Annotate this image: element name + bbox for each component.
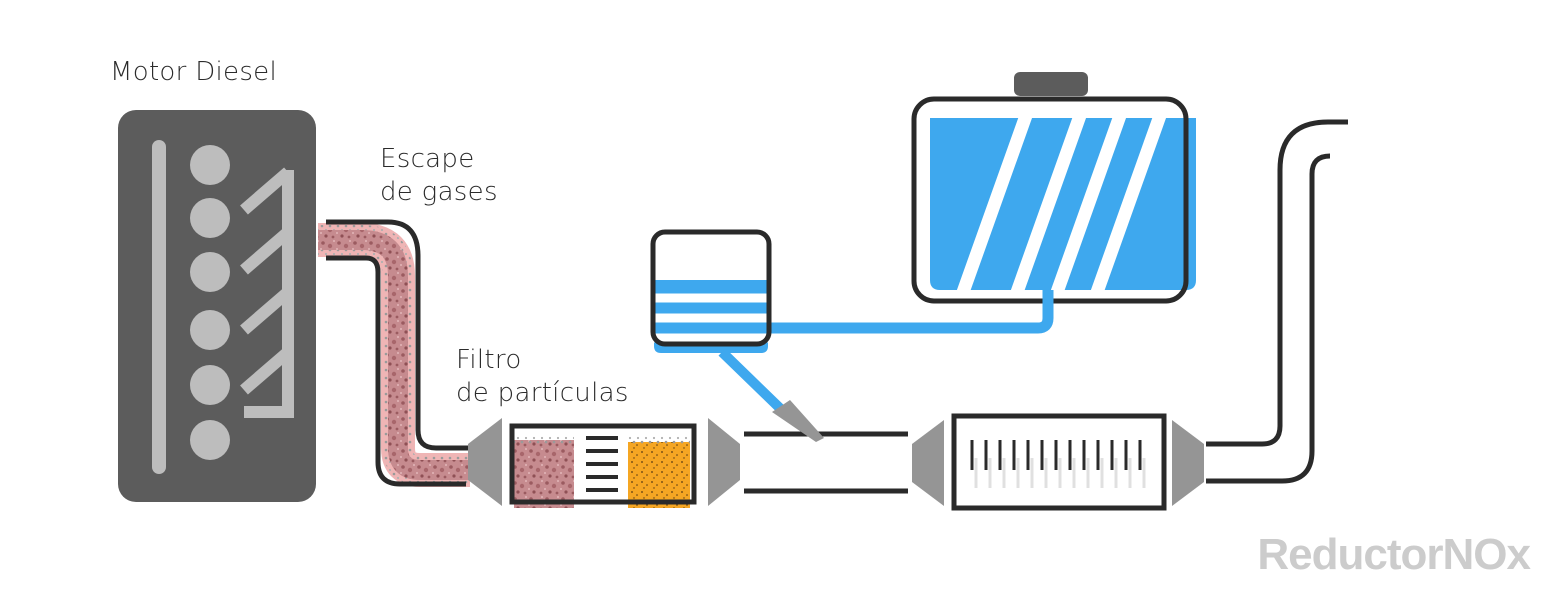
filter-label: Filtro de partículas: [456, 344, 629, 410]
exhaust-pipe-outline: [326, 219, 472, 487]
exhaust-label: Escape de gases: [380, 143, 498, 209]
engine-crankshaft: [152, 140, 166, 474]
filter-ash-section: [628, 442, 690, 508]
engine-label-text: Motor Diesel: [110, 57, 278, 87]
scr-inlet-cone: [912, 420, 944, 506]
adblue-supply-line: [770, 290, 1054, 334]
filter-channels: [586, 436, 618, 492]
tailpipe: [1206, 119, 1348, 484]
engine-label: Motor Diesel: [110, 56, 277, 89]
particle-filter: [468, 418, 740, 508]
filter-housing: [509, 423, 697, 505]
filter-soot-section: [514, 440, 574, 508]
diesel-engine: [118, 110, 316, 502]
mid-exhaust-pipe: [744, 431, 908, 494]
exhaust-pipe-soot: [318, 223, 470, 487]
scr-outlet-cone: [1172, 420, 1204, 506]
filter-outlet-cone: [708, 418, 740, 506]
engine-cylinders: [190, 145, 230, 460]
exhaust-label-line2: de gases: [380, 177, 498, 207]
tank-cap: [1014, 72, 1088, 96]
tank-shine: [955, 107, 1169, 298]
adblue-tank: [911, 72, 1196, 304]
exhaust-label-line1: Escape: [380, 144, 475, 174]
scr-catalyst: [912, 413, 1204, 511]
exhaust-manifold: [240, 167, 294, 418]
dosing-pump: [650, 229, 772, 353]
injector-line: [718, 348, 794, 422]
filter-inlet-cone: [468, 418, 502, 506]
adblue-injector: [772, 400, 824, 442]
scr-housing: [951, 413, 1167, 511]
filter-label-line1: Filtro: [456, 345, 522, 375]
filter-label-line2: de partículas: [456, 378, 629, 408]
brand-logo: ReductorNOx: [1257, 530, 1531, 579]
tank-liquid: [930, 118, 1196, 290]
